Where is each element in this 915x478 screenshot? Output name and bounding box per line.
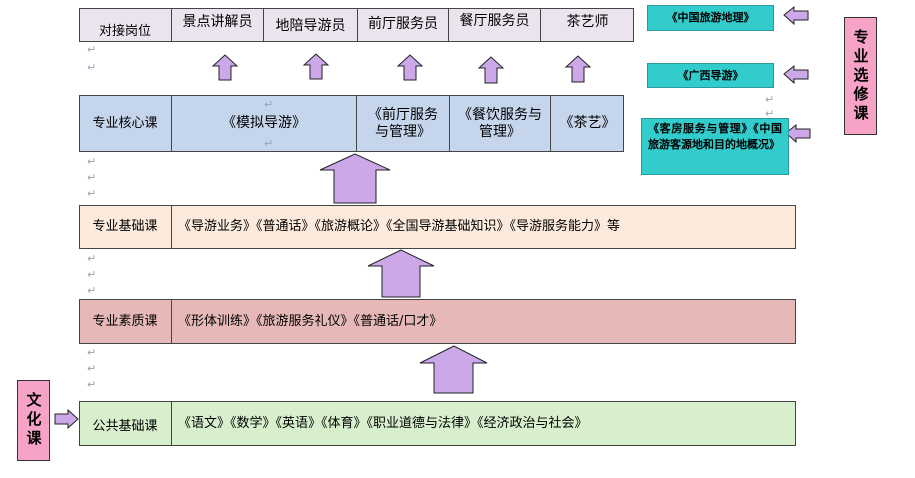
paragraph-mark: ↵ [87, 362, 97, 375]
position-item: 前厅服务员 [368, 16, 438, 32]
core-label: 专业核心课 [92, 115, 158, 131]
foundation-label: 专业基础课 [92, 219, 158, 235]
elective-side-label: 专业选修课 [844, 17, 877, 135]
divider [263, 8, 264, 42]
paragraph-mark: ↵ [87, 268, 97, 281]
core-item: 《模拟导游》 [222, 115, 306, 132]
divider [171, 401, 172, 446]
position-item: 景点讲解员 [182, 14, 253, 30]
position-item: 地陪导游员 [275, 18, 346, 34]
quality-content: 《形体训练》《旅游服务礼仪》《普通话/口才》 [178, 313, 443, 329]
paragraph-mark: ↵ [87, 155, 97, 168]
divider [550, 95, 551, 152]
core-item: 《前厅服务与管理》 [368, 106, 438, 140]
paragraph-mark: ↵ [87, 346, 97, 359]
elective-item: 《广西导游》 [647, 63, 774, 88]
foundation-row [79, 205, 796, 249]
paragraph-mark: ↵ [87, 187, 97, 200]
paragraph-mark: ↵ [87, 171, 97, 184]
paragraph-mark: ↵ [264, 98, 274, 111]
up-arrow-icon [419, 345, 488, 394]
up-arrow-icon [396, 54, 424, 81]
divider [357, 8, 358, 42]
position-item: 茶艺师 [566, 14, 609, 30]
paragraph-mark: ↵ [264, 137, 274, 150]
paragraph-mark: ↵ [765, 107, 775, 120]
core-item: 《茶艺》 [559, 115, 616, 132]
divider [449, 95, 450, 152]
up-arrow-icon [302, 53, 330, 80]
culture-side-label: 文化课 [17, 380, 50, 461]
divider [171, 8, 172, 42]
position-item: 餐厅服务员 [459, 13, 530, 29]
foundation-content: 《导游业务》《普通话》《旅游概论》《全国导游基础知识》《导游服务能力》等 [178, 219, 621, 235]
paragraph-mark: ↵ [765, 93, 775, 106]
paragraph-mark: ↵ [87, 61, 97, 74]
divider [171, 299, 172, 344]
public-row [79, 401, 796, 446]
divider [540, 8, 541, 42]
up-arrow-icon [564, 55, 592, 83]
public-label: 公共基础课 [92, 418, 158, 434]
paragraph-mark: ↵ [87, 284, 97, 297]
left-arrow-icon [785, 123, 811, 144]
elective-item: 《客房服务与管理》《中国旅游客源地和目的地概况》 [641, 118, 789, 175]
divider [171, 205, 172, 249]
quality-label: 专业素质课 [92, 313, 158, 329]
positions-label: 对接岗位 [98, 24, 151, 40]
up-arrow-icon [211, 54, 239, 81]
paragraph-mark: ↵ [87, 378, 97, 391]
core-row [79, 95, 624, 152]
paragraph-mark: ↵ [87, 43, 97, 56]
divider [356, 95, 357, 152]
core-item: 《餐饮服务与管理》 [458, 106, 542, 140]
divider [448, 8, 449, 42]
right-arrow-icon [54, 408, 79, 430]
left-arrow-icon [783, 5, 809, 26]
left-arrow-icon [783, 64, 809, 85]
public-content: 《语文》《数学》《英语》《体育》《职业道德与法律》《经济政治与社会》 [178, 415, 588, 431]
quality-row [79, 299, 796, 344]
paragraph-mark: ↵ [87, 252, 97, 265]
elective-item: 《中国旅游地理》 [647, 5, 774, 31]
divider [171, 95, 172, 152]
up-arrow-icon [319, 153, 391, 204]
up-arrow-icon [367, 249, 435, 298]
up-arrow-icon [477, 56, 505, 84]
